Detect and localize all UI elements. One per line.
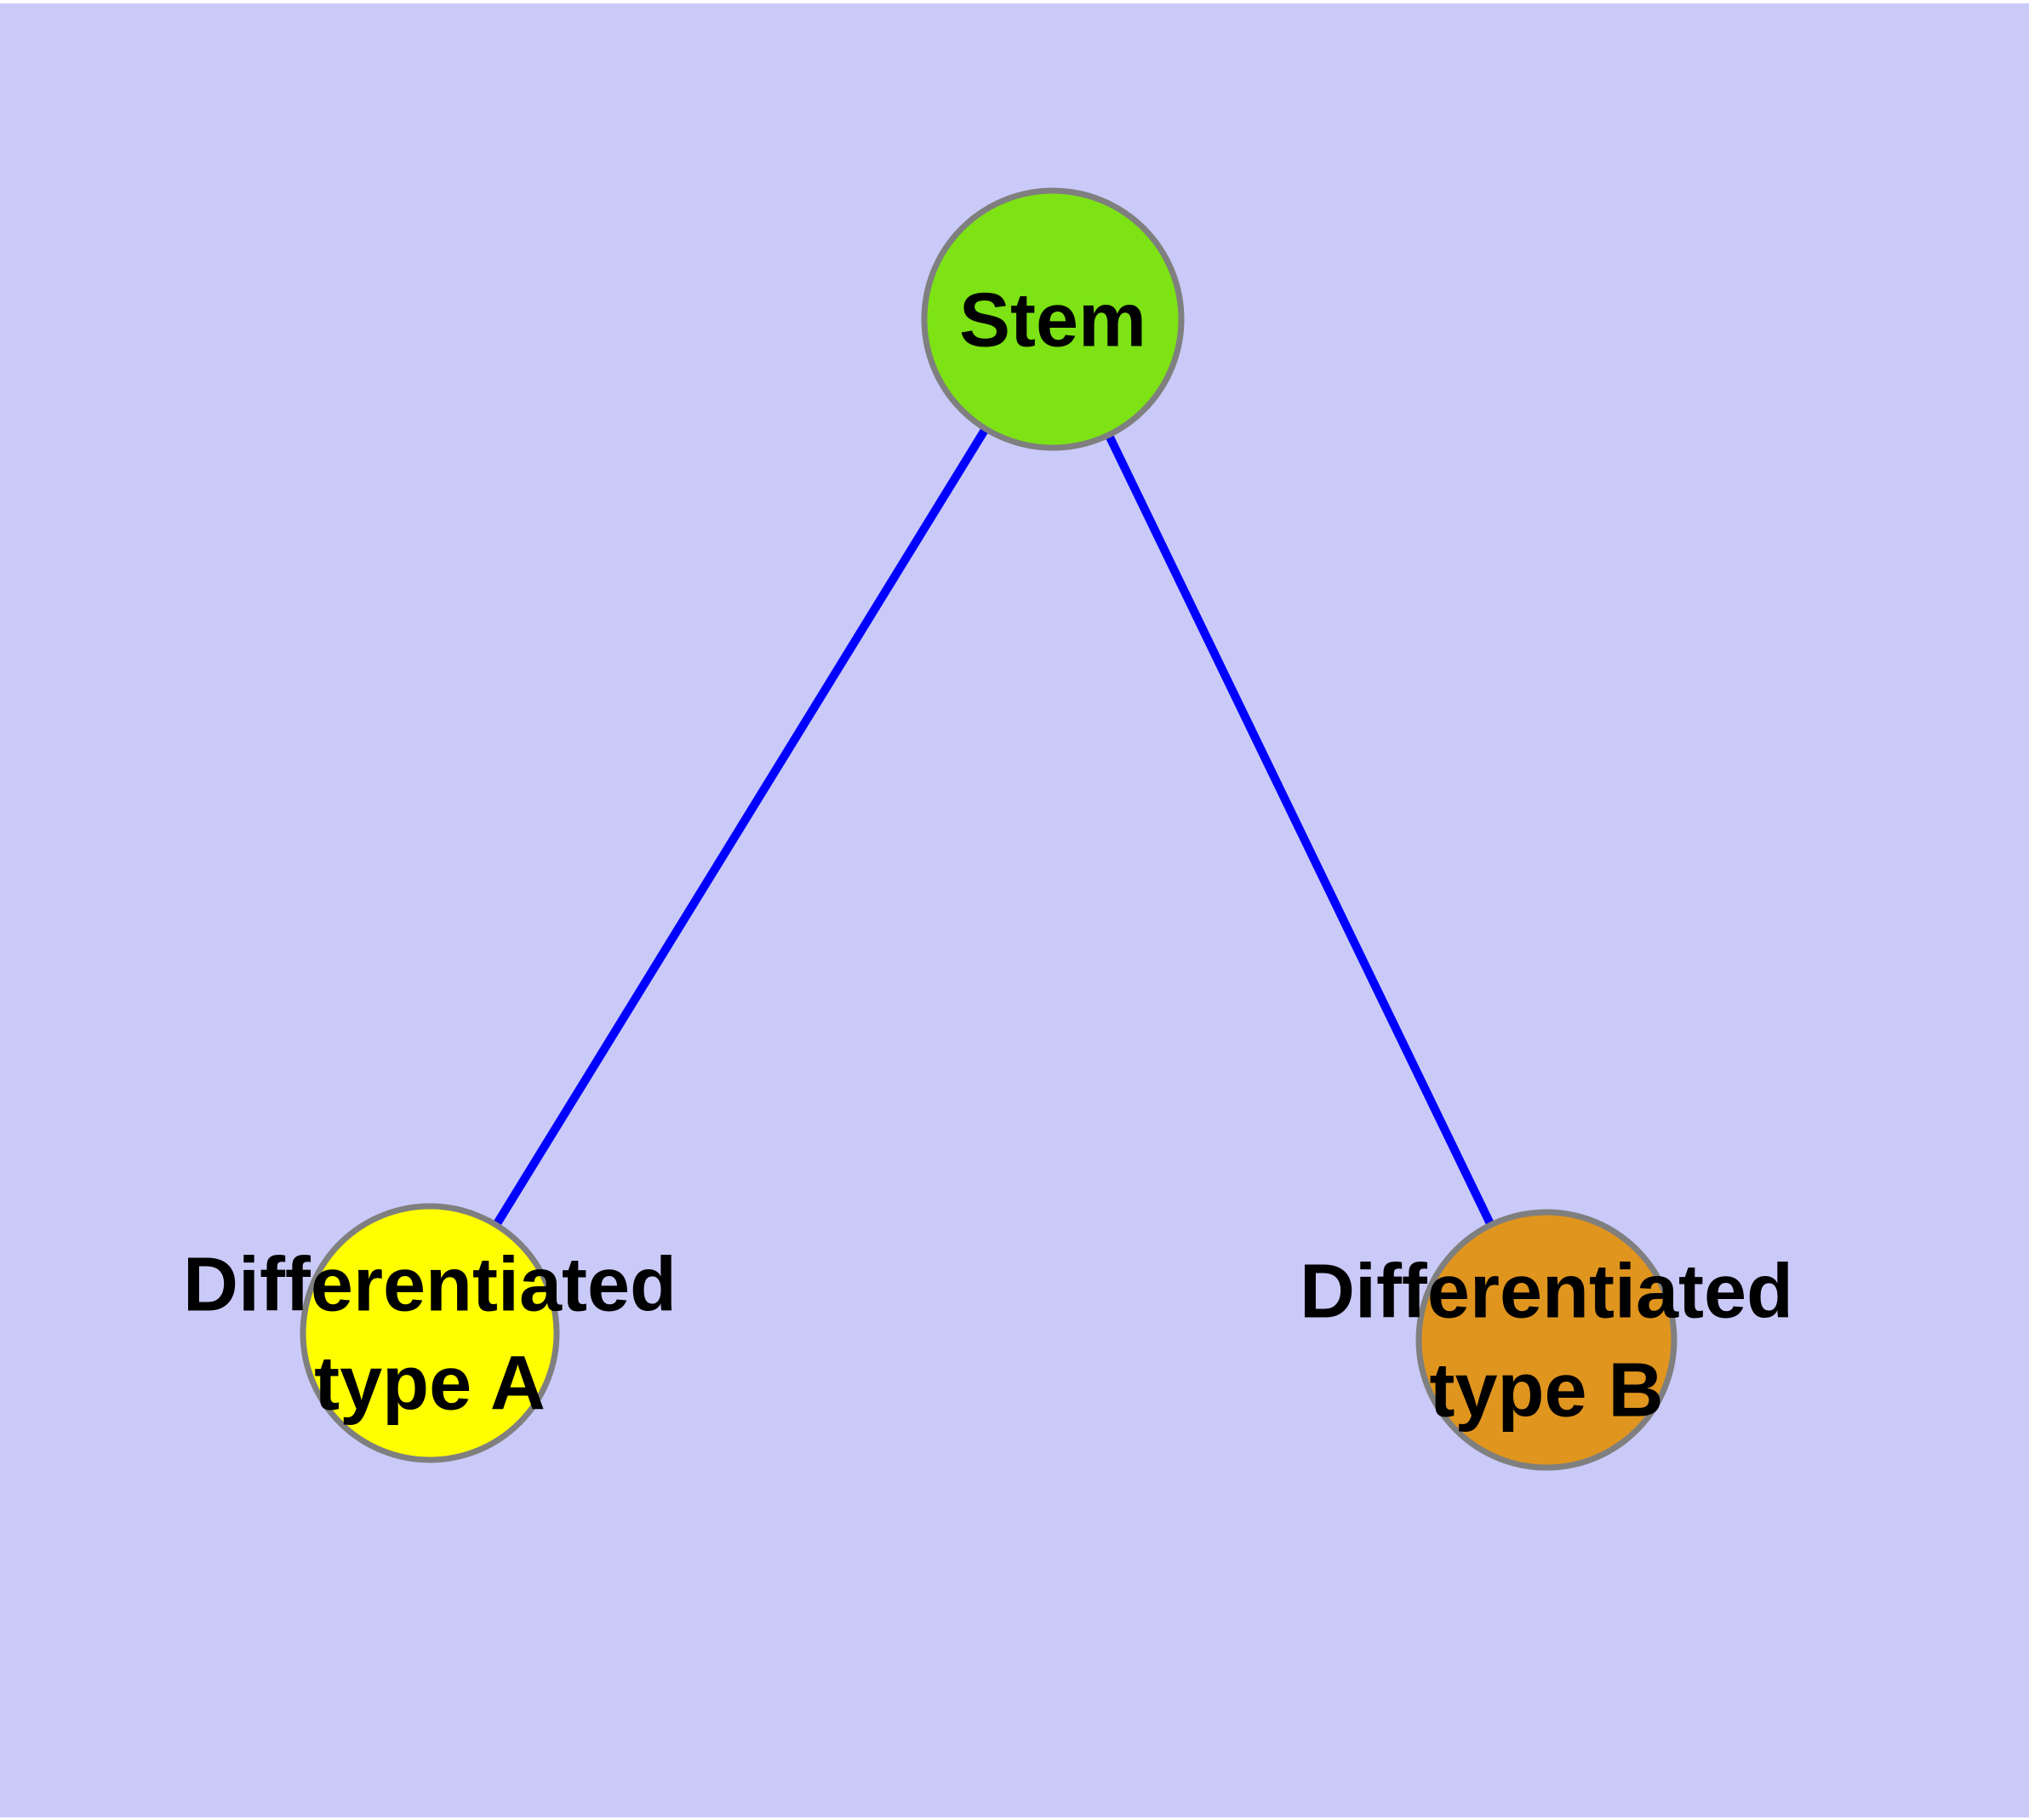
node-label-line: type B bbox=[1429, 1348, 1663, 1434]
edge-stem-to-differentiated-type-b bbox=[1049, 317, 1551, 1342]
node-label-line: Differentiated bbox=[183, 1243, 677, 1328]
edge-stem-to-differentiated-type-a bbox=[426, 317, 1057, 1336]
node-label-line: type A bbox=[314, 1342, 546, 1427]
node-label-differentiated-type-a: Differentiated type A bbox=[183, 1243, 677, 1427]
node-differentiated-type-b bbox=[1415, 1209, 1677, 1471]
node-stem bbox=[921, 187, 1185, 451]
node-label-line: Differentiated bbox=[1300, 1250, 1793, 1335]
node-label-line: Stem bbox=[959, 278, 1146, 363]
edges-layer bbox=[426, 317, 1551, 1342]
node-label-stem: Stem bbox=[959, 278, 1146, 363]
node-differentiated-type-a bbox=[300, 1203, 560, 1463]
nodes-layer bbox=[300, 187, 1677, 1471]
node-label-differentiated-type-b: Differentiated type B bbox=[1300, 1250, 1793, 1434]
